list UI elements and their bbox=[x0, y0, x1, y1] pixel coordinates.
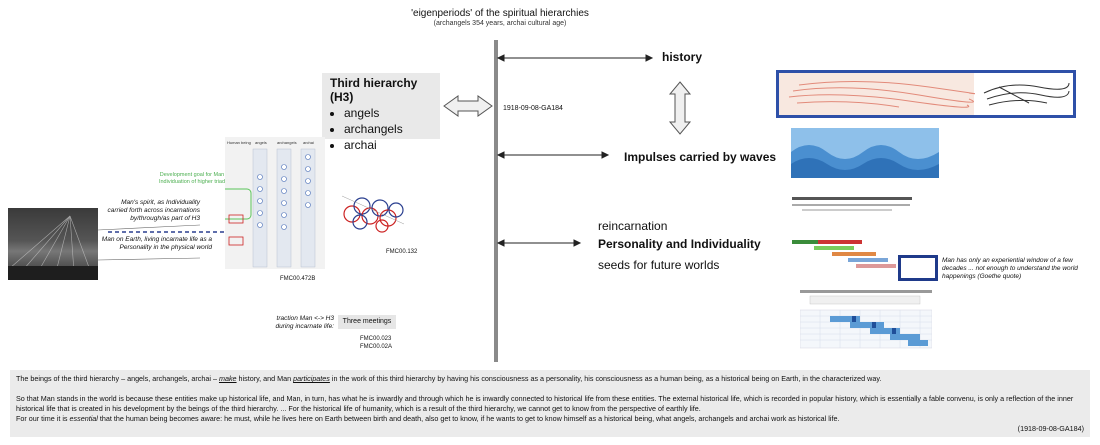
earth-note: Man on Earth, living incarnate life as a… bbox=[101, 236, 212, 251]
double-arrow-h3 bbox=[443, 95, 493, 117]
quote-text: that the human being becomes aware: he m… bbox=[97, 414, 840, 423]
grid-chart bbox=[800, 290, 932, 349]
traction-note: traction Man <-> H3 during incarnate lif… bbox=[275, 315, 334, 330]
h3-list: angels archangels archai bbox=[330, 105, 432, 153]
quote-source: (1918-09-08-GA184) bbox=[1017, 424, 1084, 433]
fig-ref-2: FMC00.132 bbox=[386, 249, 418, 255]
window-note: Man has only an experiential window of a… bbox=[942, 257, 1078, 280]
quote-emphasis-participates: participates bbox=[293, 374, 330, 383]
arrow-history bbox=[496, 54, 654, 62]
quote-emphasis-make: make bbox=[218, 374, 237, 383]
h3-item: archai bbox=[344, 137, 432, 153]
arrow-reincarnation bbox=[496, 239, 582, 247]
page-subtitle: (archangels 354 years, archai cultural a… bbox=[433, 20, 567, 27]
hierarchy-diagram-art: Human being angels archangels archai bbox=[212, 140, 316, 268]
goal-note: Development goal for Man Individuation o… bbox=[158, 172, 226, 185]
reincarnation-label: reincarnation bbox=[598, 219, 668, 233]
waves-image bbox=[791, 128, 939, 178]
fig-ref-1: FMC00.472B bbox=[280, 276, 316, 282]
quote-text: history, and Man bbox=[236, 374, 294, 383]
quote-box: The beings of the third hierarchy – ange… bbox=[10, 370, 1090, 437]
quote-paragraph-2: So that Man stands in the world is becau… bbox=[16, 394, 1074, 413]
incarnation-bars bbox=[792, 240, 896, 268]
h3-reference: 1918-09-08-GA184 bbox=[503, 105, 563, 112]
quote-paragraph-1: The beings of the third hierarchy – ange… bbox=[16, 374, 1084, 384]
third-hierarchy-box: Third hierarchy (H3) angels archangels a… bbox=[322, 73, 440, 152]
personality-label: Personality and Individuality bbox=[598, 237, 761, 251]
h3-title: Third hierarchy (H3) bbox=[330, 76, 418, 104]
quote-text: For our time it is bbox=[16, 414, 70, 423]
quote-paragraph-3: For our time it is essential that the hu… bbox=[16, 414, 1084, 424]
history-image bbox=[776, 70, 1076, 118]
arrow-impulses bbox=[496, 151, 610, 159]
photo-connectors bbox=[97, 224, 201, 261]
fig-ref-3: FMC00.023 bbox=[360, 336, 392, 342]
experience-window bbox=[898, 255, 938, 281]
crowd-photo bbox=[8, 208, 98, 280]
h3-item: angels bbox=[344, 105, 432, 121]
history-strokes bbox=[779, 73, 1073, 115]
quote-text: in the work of this third hierarchy by h… bbox=[329, 374, 882, 383]
light-rays bbox=[8, 215, 98, 280]
quote-emphasis-essential: essential bbox=[69, 414, 98, 423]
fig-ref-4: FMC00.02A bbox=[360, 344, 393, 350]
double-arrow-vertical bbox=[668, 81, 692, 135]
circles-figure bbox=[341, 195, 405, 233]
quote-text: The beings of the third hierarchy – ange… bbox=[16, 374, 219, 383]
impulses-label: Impulses carried by waves bbox=[624, 150, 777, 164]
hierarchy-diagram: Human being angels archangels archai bbox=[212, 137, 325, 269]
three-meetings-box: Three meetings bbox=[338, 315, 396, 329]
h3-item: archangels bbox=[344, 121, 432, 137]
diag-header: archangels bbox=[277, 140, 297, 145]
history-label: history bbox=[662, 50, 703, 64]
seeds-label: seeds for future worlds bbox=[598, 258, 720, 272]
spirit-note: Man's spirit, as Individuality carried f… bbox=[107, 199, 201, 222]
page-title: 'eigenperiods' of the spiritual hierarch… bbox=[411, 8, 589, 19]
diag-header: Human being bbox=[227, 140, 251, 145]
timeline-axis bbox=[494, 40, 498, 362]
timeline-strip bbox=[792, 197, 912, 211]
diag-header: archai bbox=[303, 140, 314, 145]
diag-header: angels bbox=[255, 140, 267, 145]
